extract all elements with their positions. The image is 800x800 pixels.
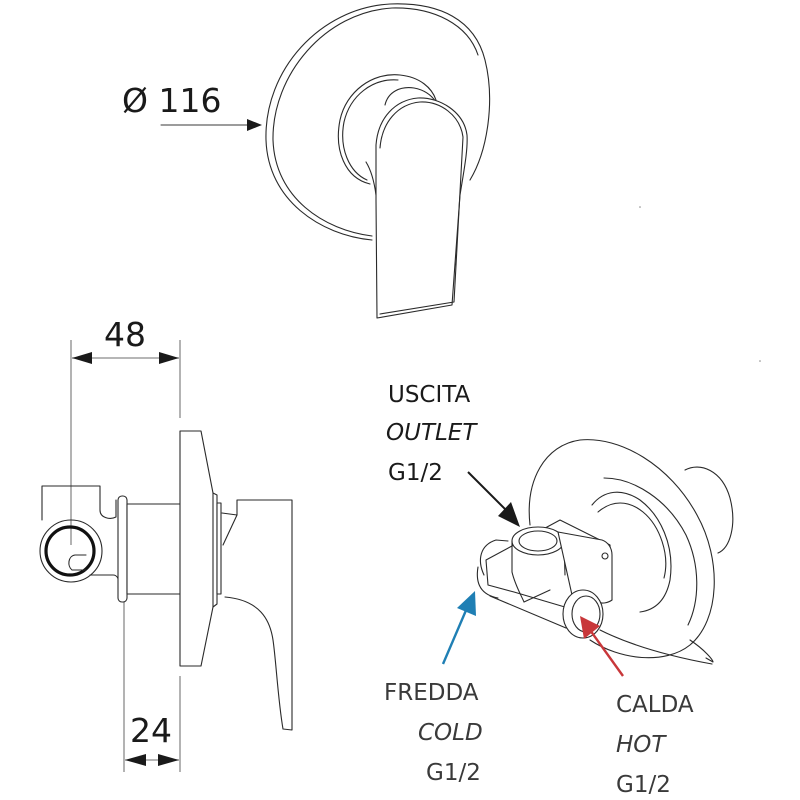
hot-label-en: HOT xyxy=(616,732,667,758)
wall-plate-outer xyxy=(265,3,491,241)
diameter-label: Ø 116 xyxy=(122,81,221,120)
cylinder-body xyxy=(126,503,183,595)
cold-thread: G1/2 xyxy=(426,760,481,786)
depth-total-label: 48 xyxy=(104,315,146,354)
outlet-label-it: USCITA xyxy=(388,382,471,408)
hot-arrowhead xyxy=(580,616,600,639)
hot-label-it: CALDA xyxy=(616,692,694,718)
lever-handle-side xyxy=(365,161,377,196)
front-view-mixer xyxy=(265,3,491,319)
hot-label-group: CALDA HOT G1/2 xyxy=(580,616,694,798)
handle-collar xyxy=(384,87,437,106)
outlet-thread: G1/2 xyxy=(388,460,443,486)
depth-handle-label: 24 xyxy=(130,711,172,750)
handle-base-inner xyxy=(342,79,399,181)
hot-arrow-shaft xyxy=(589,629,624,677)
dim-24-arrow-right xyxy=(158,754,179,766)
hot-thread: G1/2 xyxy=(616,772,671,798)
cold-arrowhead xyxy=(457,591,476,616)
outlet-ring-outer xyxy=(39,519,103,583)
cold-label-it: FREDDA xyxy=(384,680,479,706)
cold-label-en: COLD xyxy=(418,720,483,746)
handle-profile xyxy=(221,499,293,731)
inner-boss-ring xyxy=(597,502,667,579)
lever-handle-edge xyxy=(379,101,464,315)
diameter-arrowhead xyxy=(247,119,262,131)
dim-48-arrow-left xyxy=(72,352,92,364)
outlet-label-group: USCITA OUTLET G1/2 xyxy=(386,382,520,527)
plate-ring xyxy=(216,502,222,595)
rear-fin xyxy=(689,639,714,663)
cold-inlet-edge xyxy=(476,566,499,599)
plate-lip xyxy=(212,492,218,608)
outlet-label-en: OUTLET xyxy=(386,420,478,446)
rear-cap xyxy=(684,466,734,554)
cold-label-group: FREDDA COLD G1/2 xyxy=(384,591,483,786)
isometric-valve xyxy=(476,439,734,665)
outlet-arrow-shaft xyxy=(467,471,509,513)
outlet-arrowhead xyxy=(498,502,520,527)
cylinder-bottom-edge xyxy=(489,595,567,629)
side-view-mixer: 48 24 xyxy=(39,315,293,772)
plate-disc-rim xyxy=(603,477,698,626)
outlet-bore xyxy=(518,530,558,552)
dim-24-arrow-left xyxy=(125,754,146,766)
lever-handle xyxy=(375,97,468,319)
handle-stem xyxy=(222,514,238,546)
dim-48-arrow-right xyxy=(159,352,179,364)
speck xyxy=(639,206,641,208)
wall-plate-inner xyxy=(272,7,479,237)
cold-arrow-shaft xyxy=(441,607,469,665)
flange xyxy=(117,495,128,603)
outlet-ring-notch xyxy=(68,554,87,571)
cold-inlet xyxy=(479,539,509,576)
plate-profile xyxy=(179,430,214,667)
diameter-dimension: Ø 116 xyxy=(122,81,262,131)
mounting-hole xyxy=(601,552,609,560)
plate-bottom-edge xyxy=(599,629,713,665)
outlet-ring xyxy=(44,525,96,577)
inner-boss xyxy=(591,491,672,613)
handle-base xyxy=(337,74,437,185)
speck xyxy=(759,360,761,362)
